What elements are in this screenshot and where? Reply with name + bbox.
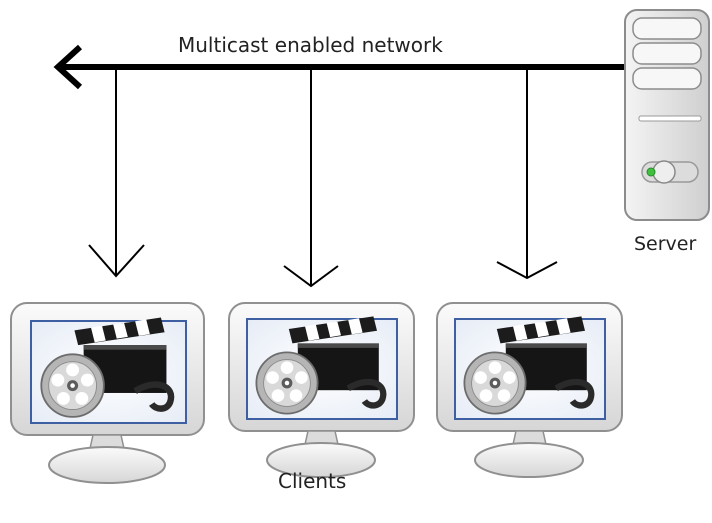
client-monitor-1 (10, 302, 205, 484)
network-backbone (53, 44, 630, 90)
multicast-arrow-client-2 (283, 68, 339, 288)
multicast-arrow-client-1 (88, 68, 145, 278)
client-monitor-3 (436, 302, 623, 478)
server-tower-icon (624, 9, 710, 221)
network-label: Multicast enabled network (178, 33, 443, 57)
server-label: Server (634, 233, 697, 255)
clients-label: Clients (278, 469, 347, 493)
client-monitor-2 (228, 302, 415, 478)
multicast-arrow-client-3 (496, 68, 558, 280)
